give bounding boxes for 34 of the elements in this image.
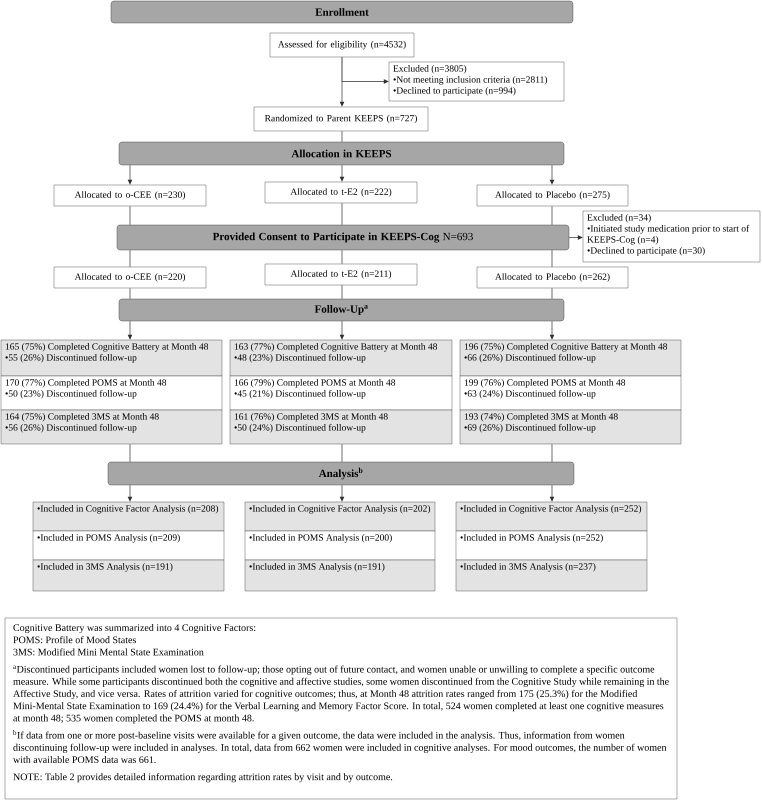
analysis-box: •Included in POMS Analysis (n=209): [32, 530, 224, 560]
allocation-box: Allocated to o-CEE (n=220): [54, 266, 206, 288]
allocation-box: Allocated to t-E2 (n=211): [264, 264, 418, 286]
analysis-box: •Included in POMS Analysis (n=252): [456, 530, 648, 560]
outcome-box: 163 (77%) Completed Cognitive Battery at Month 48 •48 (23%) Discontinued follow-up: [230, 340, 452, 376]
outcome-box: 170 (77%) Completed POMS at Month 48 •50 (23%) Discontinued follow-up: [0, 376, 222, 410]
analysis-box: •Included in Cognitive Factor Analysis (n=252): [456, 502, 648, 532]
outcome-box: 161 (76%) Completed 3MS at Month 48 •50 (24%) Discontinued follow-up: [230, 410, 452, 444]
allocation-box: Allocated to Placebo (n=275): [476, 184, 628, 206]
exclusion-box: Excluded (n=34) •Initiated study medication prior to start of KEEPS-Cog (n=4) •Declined to participate (n=30): [582, 210, 760, 262]
outcome-box: 165 (75%) Completed Cognitive Battery at Month 48 •55 (26%) Discontinued follow-up: [0, 340, 222, 376]
phase-band: Provided Consent to Participate in KEEPS-Cog N=693: [116, 224, 570, 250]
analysis-box: •Included in 3MS Analysis (n=191): [32, 560, 224, 592]
analysis-box: •Included in 3MS Analysis (n=191): [244, 560, 436, 592]
exclusion-box: Excluded (n=3805) •Not meeting inclusion criteria (n=2811) •Declined to participate (n=994): [388, 62, 564, 102]
outcome-box: 199 (76%) Completed POMS at Month 48 •63 (24%) Discontinued follow-up: [460, 376, 682, 410]
allocation-box: Allocated to Placebo (n=262): [476, 266, 628, 288]
phase-band: Follow-Up$^{a}$: [118, 298, 564, 322]
process-box: Randomized to Parent KEEPS (n=727): [254, 106, 428, 132]
phase-band: Analysis$^{b}$: [108, 462, 574, 486]
analysis-box: •Included in 3MS Analysis (n=237): [456, 560, 648, 592]
analysis-box: •Included in POMS Analysis (n=200): [244, 530, 436, 560]
analysis-box: •Included in Cognitive Factor Analysis (n=208): [32, 502, 224, 532]
outcome-box: 164 (75%) Completed 3MS at Month 48 •56 (26%) Discontinued follow-up: [0, 410, 222, 444]
allocation-box: Allocated to t-E2 (n=222): [264, 182, 418, 204]
process-box: Assessed for eligibility (n=4532): [270, 32, 414, 58]
outcome-box: 193 (74%) Completed 3MS at Month 48 •69 (26%) Discontinued follow-up: [460, 410, 682, 444]
phase-band: Enrollment: [110, 0, 574, 24]
notes-box: Cognitive Battery was summarized into 4 Cognitive Factors: POMS: Profile of Mood States 3MS: Modified Mini Mental State Examination $^{a}$Discontinued participants included women lost to follow-up; those opting out of future contact, and women unable or unwilling to complete a specific outcome measure. While some participants discontinued both the cognitive and affective studies, some women discontinued from the Cognitive Study while remaining in the Affective Study, and vice versa. Rates of attrition varied for cognitive outcomes; thus, at Month 48 attrition rates ranged from 175 (25.3%) for the Modified Mini-Mental State Examination to 169 (24.4%) for the Verbal Learning and Memory Factor Score. In total, 524 women completed at least one cognitive measures at month 48; 535 women completed the POMS at month 48. $^{b}$If data from one or more post-baseline visits were available for a given outcome, the data were included in the analysis. Thus, information from women discontinuing follow-up were included in analyses. In total, data from 662 women were included in cognitive analyses. For mood outcomes, the number of women with available POMS data was 661. NOTE: Table 2 provides detailed information regarding attrition rates by visit and by outcome.: [4, 618, 678, 800]
outcome-box: 196 (75%) Completed Cognitive Battery at Month 48 •66 (26%) Discontinued follow-up: [460, 340, 682, 376]
phase-band: Allocation in KEEPS: [118, 142, 564, 166]
analysis-box: •Included in Cognitive Factor Analysis (n=202): [244, 502, 436, 532]
outcome-box: 166 (79%) Completed POMS at Month 48 •45 (21%) Discontinued follow-up: [230, 376, 452, 410]
allocation-box: Allocated to o-CEE (n=230): [54, 184, 206, 206]
